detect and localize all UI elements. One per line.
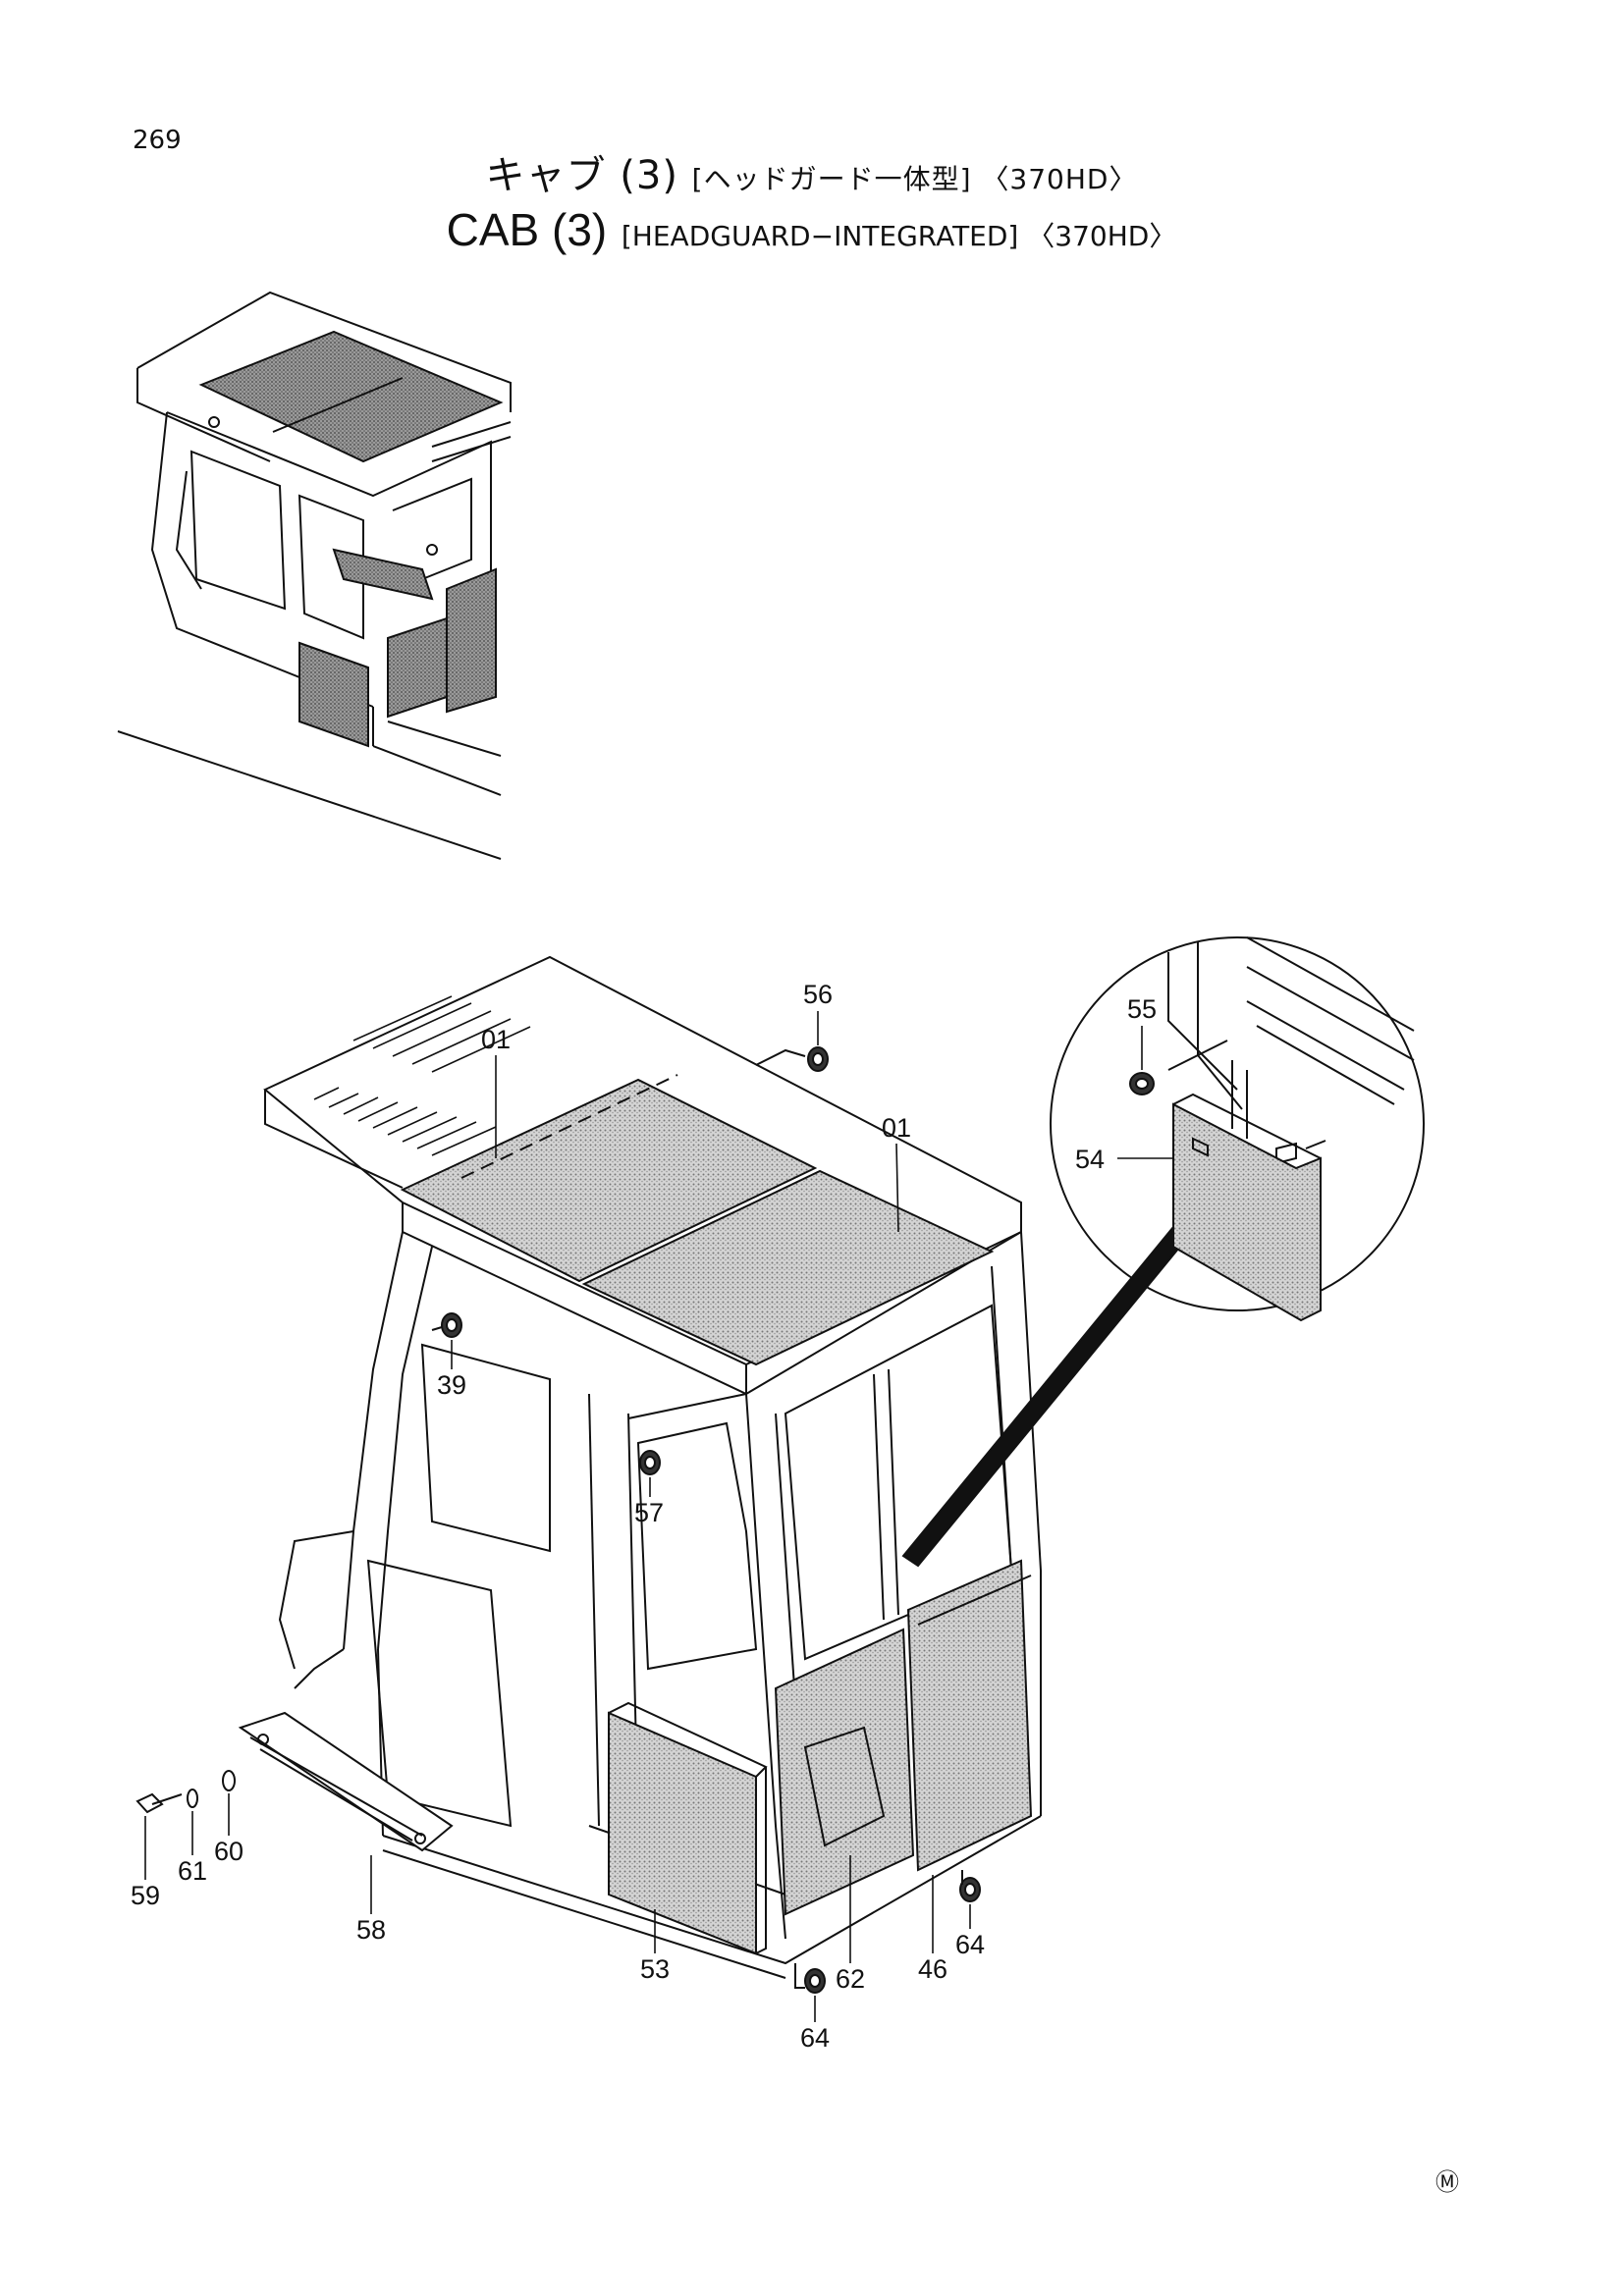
title-en-bracket: [HEADGUARD−INTEGRATED] 〈370HD〉 — [621, 220, 1177, 252]
callout-46: 46 — [918, 1954, 947, 1984]
callout-01-right: 01 — [882, 1113, 911, 1143]
page-number: 269 — [133, 126, 182, 155]
title-en-main: CAB (3) — [446, 204, 608, 255]
callout-54: 54 — [1075, 1145, 1105, 1174]
callout-61: 61 — [178, 1856, 207, 1886]
leader-lines — [144, 1011, 1173, 2022]
callout-64-right: 64 — [955, 1930, 985, 1959]
callout-60: 60 — [214, 1837, 243, 1866]
callout-56: 56 — [803, 980, 833, 1009]
title-japanese: キャブ (3) [ヘッドガード一体型] 〈370HD〉 — [0, 143, 1623, 200]
callout-58: 58 — [356, 1915, 386, 1945]
callout-39: 39 — [437, 1370, 466, 1400]
callout-64-left: 64 — [800, 2023, 830, 2053]
callout-01-left: 01 — [481, 1025, 511, 1054]
main-cab-drawing — [135, 955, 1042, 1994]
title-jp-main: キャブ (3) — [485, 153, 678, 198]
title-jp-bracket: [ヘッドガード一体型] 〈370HD〉 — [691, 163, 1138, 195]
callout-57: 57 — [634, 1498, 664, 1527]
title-english: CAB (3) [HEADGUARD−INTEGRATED] 〈370HD〉 — [0, 203, 1623, 256]
callout-labels: 01 01 56 55 54 39 57 59 61 60 58 53 64 6… — [131, 980, 1157, 2053]
callout-53: 53 — [640, 1954, 670, 1984]
m-mark-icon: Ⓜ — [1435, 2168, 1459, 2196]
callout-55: 55 — [1127, 994, 1157, 1024]
callout-62: 62 — [836, 1964, 865, 1994]
overview-cab-drawing — [117, 291, 512, 860]
callout-59: 59 — [131, 1881, 160, 1910]
detail-circle — [901, 936, 1425, 1568]
